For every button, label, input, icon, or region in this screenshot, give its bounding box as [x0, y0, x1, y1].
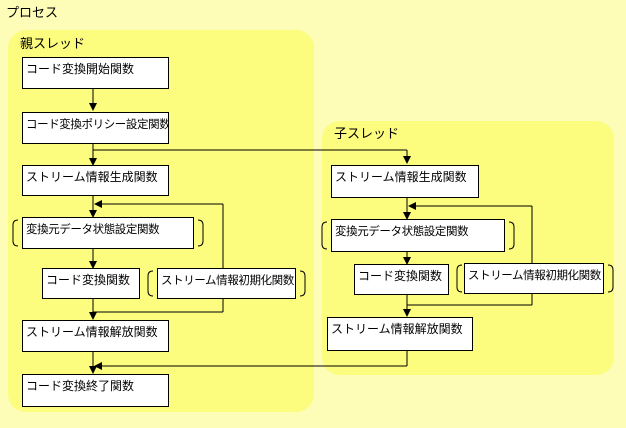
parent-policy-box: コード変換ポリシー設定関数	[22, 112, 169, 144]
child-stream-init-box: ストリーム情報初期化関数	[464, 263, 604, 294]
child-stream-create-box: ストリーム情報生成関数	[331, 165, 479, 198]
child-thread-label: 子スレッド	[334, 127, 400, 142]
parent-convert-box: コード変換関数	[42, 268, 140, 299]
child-stream-release-box: ストリーム情報解放関数	[327, 317, 473, 351]
parent-end-box: コード変換終了関数	[22, 374, 169, 407]
process-label: プロセス	[6, 6, 59, 21]
child-convert-box: コード変換関数	[354, 264, 449, 295]
child-source-state-box: 変換元データ状態設定関数	[331, 219, 505, 252]
parent-stream-release-box: ストリーム情報解放関数	[22, 320, 169, 352]
parent-start-box: コード変換開始関数	[22, 57, 169, 89]
parent-source-state-box: 変換元データ状態設定関数	[22, 217, 194, 249]
parent-stream-create-box: ストリーム情報生成関数	[22, 165, 169, 196]
parent-stream-init-box: ストリーム情報初期化関数	[157, 268, 296, 299]
parent-thread-label: 親スレッド	[20, 37, 86, 52]
